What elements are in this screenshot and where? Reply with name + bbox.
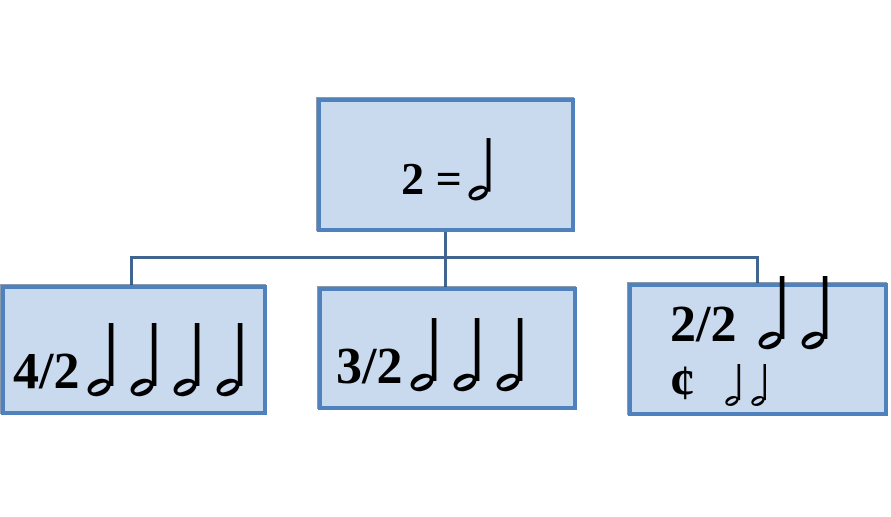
half-note-icon (750, 364, 766, 406)
node-root: 2 = (317, 98, 575, 232)
node-3-2-label: 3/2 (336, 338, 403, 395)
half-note-icon (131, 323, 157, 397)
half-note-icon (217, 323, 243, 397)
node-4-2: 4/2 (1, 285, 267, 415)
node-2-2: 2/2 ¢ (628, 276, 888, 416)
half-note-group-root (468, 138, 491, 202)
half-note-icon (802, 276, 828, 350)
node-root-label: 2 = (401, 153, 462, 204)
half-note-group-cut-time (725, 364, 766, 407)
node-2-2-main-line: 2/2 (670, 276, 884, 353)
half-note-icon (411, 318, 437, 392)
node-3-2: 3/2 (318, 287, 577, 410)
half-note-icon (88, 323, 114, 397)
half-note-icon (174, 323, 200, 397)
half-note-icon (454, 318, 480, 392)
half-note-group-4-2 (87, 323, 243, 398)
half-note-group-2-2 (758, 276, 828, 351)
node-4-2-label: 4/2 (13, 343, 80, 400)
half-note-group-3-2 (410, 318, 523, 393)
half-note-icon (725, 364, 741, 406)
connector-crossbar (130, 256, 759, 259)
half-note-icon (497, 318, 523, 392)
connector-drop-left (130, 256, 133, 288)
node-2-2-alt-line: ¢ (670, 357, 884, 407)
cut-time-symbol: ¢ (670, 354, 695, 410)
connector-root-stem (444, 230, 447, 288)
half-note-icon (759, 276, 785, 350)
half-note-icon (468, 138, 491, 201)
node-2-2-label: 2/2 (670, 296, 737, 353)
connector-drop-right (756, 256, 759, 286)
